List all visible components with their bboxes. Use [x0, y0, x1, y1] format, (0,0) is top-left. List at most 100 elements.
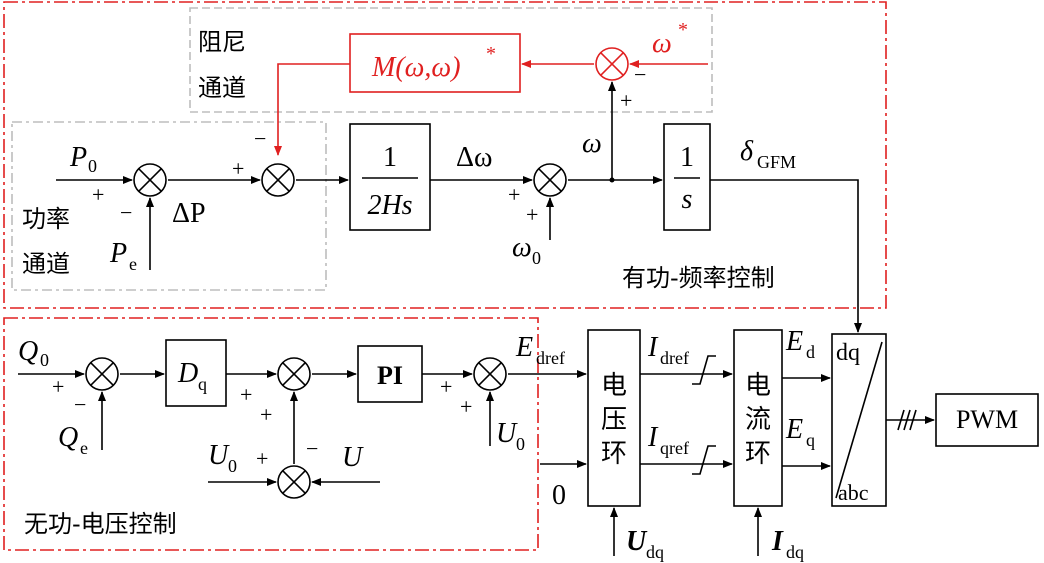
- p0-label: P: [69, 142, 87, 173]
- damping-function-star: *: [486, 43, 496, 65]
- transform-top-label: dq: [836, 340, 860, 366]
- reactive-control-label: 无功-电压控制: [24, 510, 177, 538]
- reactive-control-region: [3, 317, 539, 551]
- pwm-label: PWM: [956, 405, 1018, 434]
- inertia-numerator: 1: [383, 142, 397, 173]
- voltage-error-summing-junction: [277, 465, 311, 499]
- iqref-limiter-icon: [692, 445, 716, 475]
- ed-sub: d: [806, 342, 815, 362]
- damping-power-sum-minus: −: [254, 126, 266, 151]
- power-channel-label-line1: 功率: [22, 205, 70, 233]
- delta-gfm-label: δ: [740, 136, 754, 167]
- power-summing-junction: [133, 163, 167, 197]
- inertia-block: [349, 123, 431, 231]
- u0a-sub: 0: [228, 456, 237, 476]
- idref-label: I: [647, 332, 659, 363]
- edref-summing-junction: [473, 357, 507, 391]
- pi-label: PI: [377, 361, 403, 390]
- q0-label: Q: [18, 336, 38, 367]
- current-loop-label-3: 环: [745, 439, 771, 469]
- omega0-sub: 0: [532, 248, 541, 268]
- omega-sum-plus-left: +: [508, 182, 520, 207]
- pe-label: P: [109, 238, 127, 269]
- current-loop-label-1: 电: [745, 371, 771, 401]
- idref-limiter-icon: [692, 355, 716, 385]
- udq-label: U: [626, 526, 648, 557]
- omega-summing-junction: [533, 163, 567, 197]
- voltage-loop-block: [587, 329, 641, 507]
- idref-sub: dref: [660, 348, 689, 368]
- damping-function-block: [349, 33, 521, 93]
- eq-sub: q: [806, 430, 815, 450]
- power-sum-plus: +: [92, 182, 104, 207]
- q-sum-minus: −: [74, 392, 86, 417]
- damping-block-to-sum-wire: [274, 63, 350, 156]
- dq-droop-block: [165, 339, 227, 407]
- delta-gfm-wire: [710, 179, 862, 333]
- eq-label: E: [785, 414, 803, 445]
- power-channel-label-line2: 通道: [22, 250, 70, 278]
- udq-sub: dq: [646, 542, 664, 562]
- p0-sub: 0: [88, 156, 97, 176]
- dq-abc-divider: [835, 341, 883, 499]
- edref-sum-plus-bottom: +: [460, 394, 472, 419]
- u0b-label: U: [496, 418, 518, 449]
- integrator-numerator: 1: [680, 142, 694, 173]
- qe-label: Q: [58, 422, 78, 453]
- current-loop-label-2: 流: [745, 405, 771, 435]
- damping-summing-junction: [595, 47, 629, 81]
- edref-label: E: [515, 332, 533, 363]
- idq-label: I: [771, 526, 784, 557]
- damping-function-label: M(ω,ω): [371, 52, 461, 83]
- ed-label: E: [785, 326, 803, 357]
- voltage-loop-label-2: 压: [601, 405, 627, 435]
- omega0-label: ω: [512, 232, 532, 263]
- active-control-region: [3, 1, 887, 309]
- voltage-loop-label-3: 环: [601, 439, 627, 469]
- voltage-loop-label-1: 电: [601, 371, 627, 401]
- omega-branch-dot: [609, 177, 615, 183]
- u-sum-plus-bottom: +: [260, 402, 272, 427]
- power-sum-minus: −: [120, 200, 132, 225]
- deltap-label: ΔP: [172, 198, 206, 229]
- damping-sum-plus: +: [620, 88, 632, 113]
- damping-channel-label-line2: 通道: [198, 74, 246, 102]
- power-channel-region: [11, 121, 327, 291]
- transform-bottom-label: abc: [838, 480, 869, 505]
- u-sum-plus-left: +: [240, 382, 252, 407]
- voltage-error-sum-plus: +: [256, 446, 268, 471]
- q-summing-junction: [85, 357, 119, 391]
- inertia-denominator: 2Hs: [367, 190, 412, 221]
- delta-gfm-sub: GFM: [757, 152, 796, 172]
- pe-sub: e: [129, 254, 137, 274]
- u-label: U: [342, 442, 364, 473]
- integrator-denominator: s: [682, 184, 693, 215]
- u0b-sub: 0: [516, 434, 525, 454]
- q-sum-plus: +: [52, 374, 64, 399]
- damping-sum-minus: −: [634, 62, 646, 87]
- omega-star-sup: *: [678, 19, 688, 41]
- u0a-label: U: [208, 440, 230, 471]
- damping-power-sum-plus: +: [232, 156, 244, 181]
- iqref-sub: qref: [660, 438, 689, 458]
- dq-droop-sub: q: [198, 374, 207, 394]
- q0-sub: 0: [40, 350, 49, 370]
- idq-sub: dq: [786, 542, 804, 562]
- pwm-block: [935, 393, 1039, 447]
- omega-label: ω: [582, 128, 602, 159]
- dq-droop-label: D: [177, 358, 198, 389]
- delta-omega-label: Δω: [456, 142, 492, 173]
- damping-power-summing-junction: [261, 163, 295, 197]
- current-loop-block: [733, 329, 783, 507]
- zero-label: 0: [552, 480, 566, 511]
- damping-channel-label-line1: 阻尼: [198, 28, 246, 56]
- edref-sub: dref: [536, 348, 565, 368]
- iqref-label: I: [647, 422, 659, 453]
- qe-sub: e: [80, 438, 88, 458]
- voltage-error-sum-minus: −: [306, 436, 318, 461]
- three-phase-marker-icon: [897, 409, 917, 431]
- u-summing-junction: [277, 357, 311, 391]
- omega-star-label: ω: [652, 28, 672, 59]
